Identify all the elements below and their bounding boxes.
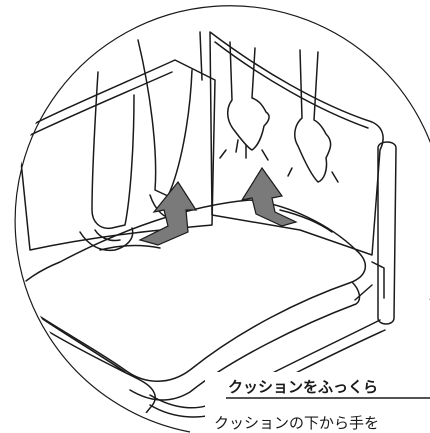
lower-cushion	[0, 300, 155, 433]
frame-post	[378, 142, 396, 324]
right-hand-2	[295, 50, 331, 182]
caption-body: クッションの下から手を	[214, 414, 379, 432]
caption: クッションをふっくら クッションの下から手を	[205, 372, 430, 433]
right-hand-1	[228, 42, 269, 150]
left-arm	[92, 72, 134, 228]
caption-title: クッションをふっくら	[228, 378, 378, 396]
lift-arrows	[140, 168, 296, 245]
circular-frame	[15, 6, 430, 432]
arrow-left-icon	[140, 182, 196, 245]
